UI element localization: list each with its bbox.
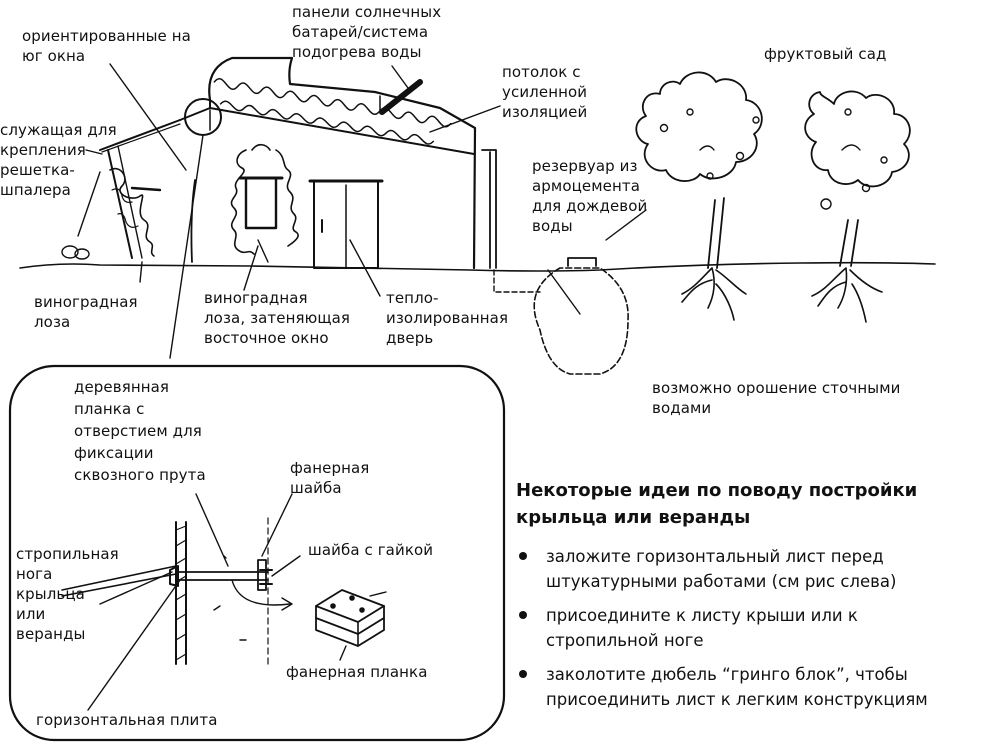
- label-ply-washer: фанерная шайба: [290, 459, 370, 497]
- ideas-item: присоедините к листу крыши или к стропил…: [516, 603, 976, 653]
- house: [179, 56, 541, 293]
- leader-lines: [77, 63, 647, 359]
- label-orchard: фруктовый сад: [764, 45, 887, 63]
- label-wood-strip: деревянная планка с отверстием для фикса…: [74, 378, 206, 484]
- window-grapevine: [230, 143, 299, 255]
- label-solar-panels: панели солнечных батарей/система подогре…: [292, 3, 442, 61]
- bullet-icon: [519, 670, 527, 678]
- ideas-item: заложите горизонтальный лист перед штука…: [516, 544, 976, 594]
- label-grapevine: виноградная лоза: [34, 293, 138, 331]
- ideas-list: заложите горизонтальный лист перед штука…: [516, 544, 976, 721]
- label-washer-nut: шайба с гайкой: [308, 541, 434, 559]
- label-insulated-door: тепло- изолированная дверь: [386, 289, 509, 347]
- east-window: [244, 176, 278, 230]
- bullet-icon: [519, 552, 527, 560]
- label-greywater: возможно орошение сточными водами: [652, 379, 901, 417]
- label-ply-strip: фанерная планка: [286, 663, 428, 681]
- label-trellis: служащая для крепления решетка- шпалера: [0, 121, 117, 199]
- detail-callout-circle: [184, 98, 222, 136]
- solar-panel: [379, 79, 423, 115]
- trellis: [61, 119, 181, 260]
- fruit-tree-left: [635, 71, 763, 321]
- ideas-item: заколотите дюбель “гринго блок”, чтобы п…: [516, 662, 976, 712]
- label-tank: резервуар из армоцемента для дождевой во…: [532, 157, 648, 235]
- label-grapevine-shade: виноградная лоза, затеняющая восточное о…: [204, 289, 351, 347]
- ideas-heading: Некоторые идеи по поводу постройки крыль…: [516, 480, 918, 528]
- ground-line: [19, 261, 936, 272]
- label-insulated-ceiling: потолок с усиленной изоляцией: [502, 63, 588, 121]
- insulation-pattern: [213, 78, 452, 128]
- downpipe: [481, 149, 497, 269]
- fruit-tree-right: [804, 90, 911, 323]
- bullet-icon: [519, 611, 527, 619]
- label-south-windows: ориентированные на юг окна: [22, 27, 191, 65]
- detail-inset: [8, 364, 506, 742]
- label-rafter: стропильная нога крыльца или веранды: [16, 545, 119, 643]
- rainwater-tank: [533, 257, 629, 375]
- label-horizontal-plate: горизонтальная плита: [36, 711, 218, 729]
